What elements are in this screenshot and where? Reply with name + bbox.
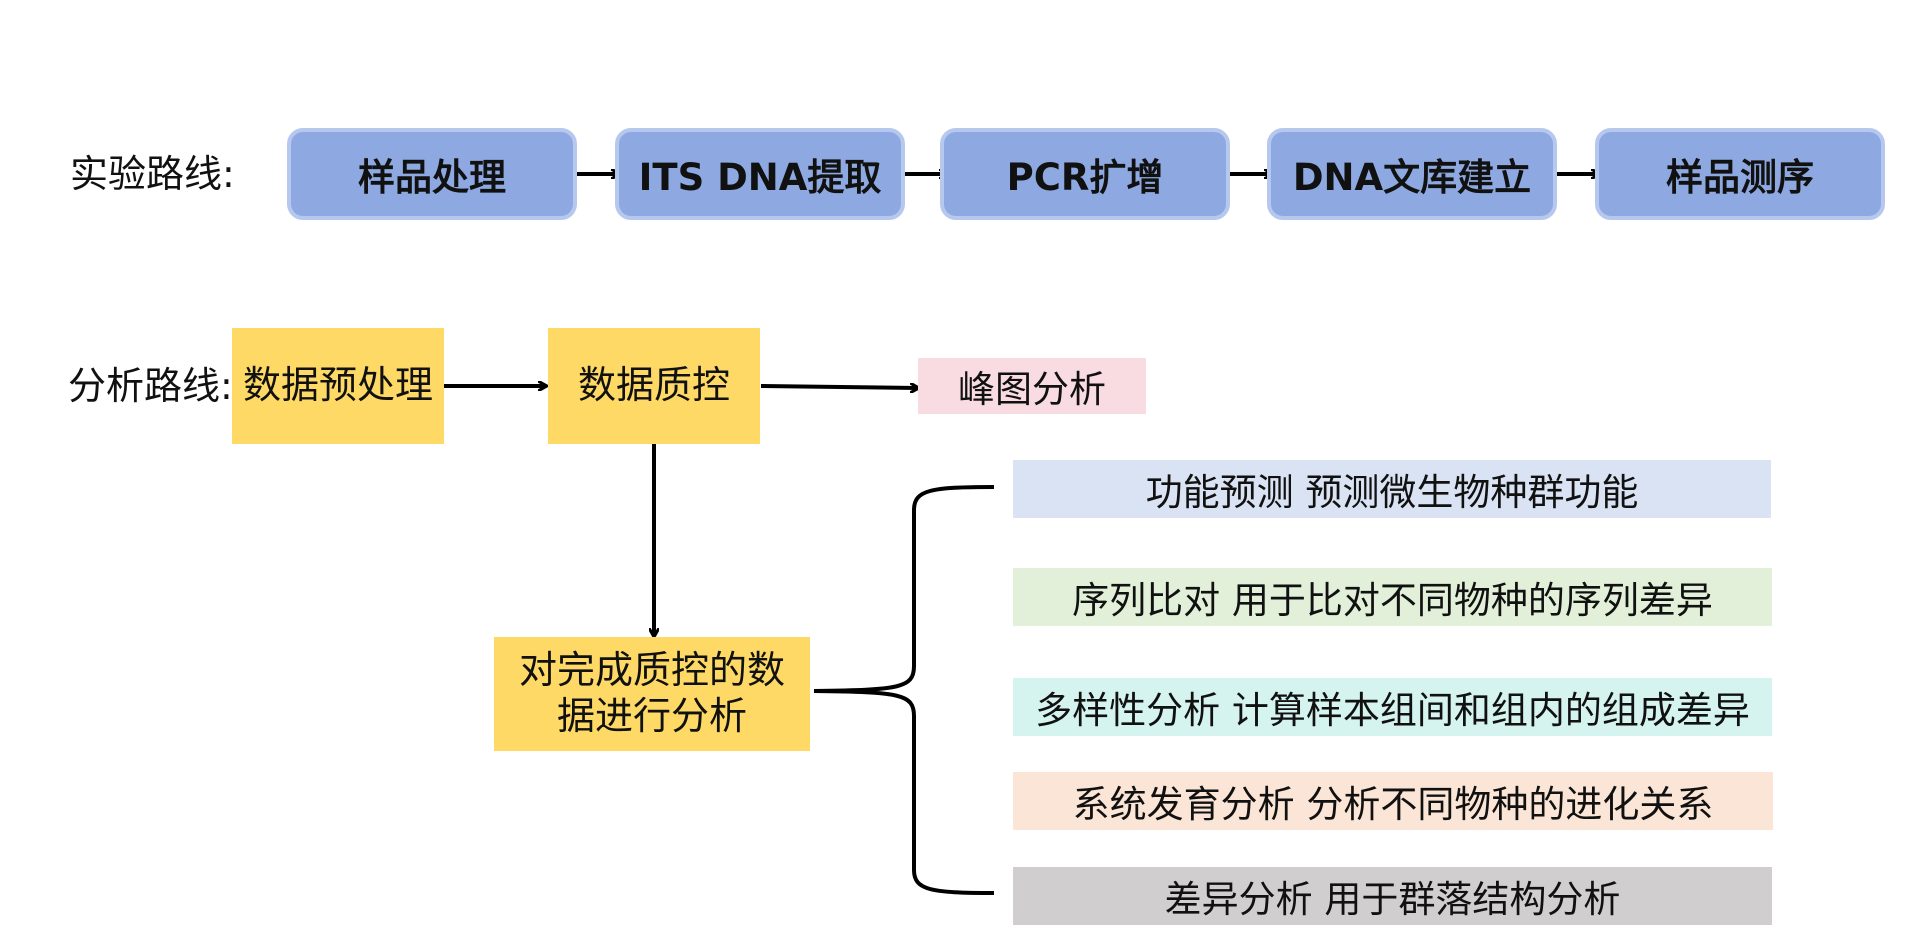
step-sequencing: 样品测序 [1595,128,1885,220]
step-dna-library: DNA文库建立 [1267,128,1557,220]
experiment-route-label: 实验路线: [70,152,235,196]
preprocess-box: 数据预处理 [232,328,444,444]
step-sample-processing: 样品处理 [287,128,577,220]
branch-differential-analysis: 差异分析 用于群落结构分析 [1013,867,1772,925]
branch-sequence-alignment: 序列比对 用于比对不同物种的序列差异 [1013,568,1772,626]
analyze-box: 对完成质控的数据进行分析 [494,637,810,751]
arrow-qc-peak [760,386,918,388]
peak-analysis-box: 峰图分析 [918,358,1146,414]
branch-phylogenetic-analysis: 系统发育分析 分析不同物种的进化关系 [1013,772,1773,830]
step-pcr-amplification: PCR扩增 [940,128,1230,220]
qc-box: 数据质控 [548,328,760,444]
brace [813,485,995,895]
analysis-route-label: 分析路线: [68,364,233,408]
step-its-dna-extraction: ITS DNA提取 [615,128,905,220]
branch-function-prediction: 功能预测 预测微生物种群功能 [1013,460,1771,518]
branch-diversity-analysis: 多样性分析 计算样本组间和组内的组成差异 [1013,678,1772,736]
